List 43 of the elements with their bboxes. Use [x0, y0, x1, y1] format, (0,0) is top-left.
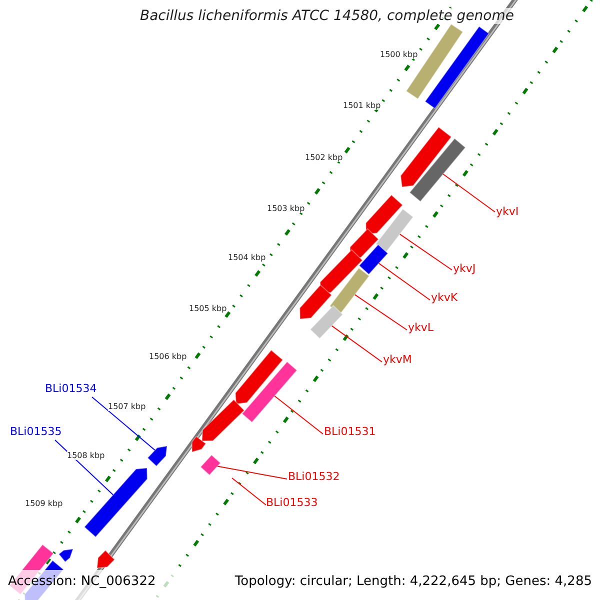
leader-line [399, 234, 452, 270]
gene-label: ykvL [408, 321, 434, 334]
scale-label: 1500 kbp [380, 50, 418, 59]
genome-info-text: Topology: circular; Length: 4,222,645 bp; Genes: 4,285 [234, 574, 592, 589]
gene-bar [375, 208, 414, 253]
gene-label: ykvJ [453, 262, 476, 275]
leader-line [274, 396, 324, 434]
gene-bar [310, 304, 344, 340]
leader-line [331, 325, 382, 362]
leader-line [378, 262, 430, 300]
leader-line [92, 396, 156, 451]
gene-block [146, 445, 168, 467]
leader-line [442, 174, 496, 212]
gene-bar [406, 23, 464, 100]
scale-label: 1504 kbp [228, 253, 266, 262]
gene-label: BLi01534 [45, 382, 97, 395]
gene-block [84, 467, 148, 538]
scale-label: 1503 kbp [267, 204, 305, 213]
gene-label: BLi01531 [324, 425, 376, 438]
scale-label: 1501 kbp [343, 101, 381, 110]
scale-label: 1506 kbp [149, 352, 187, 361]
title: Bacillus licheniformis ATCC 14580, complete genome [140, 8, 514, 24]
scale-label: 1508 kbp [67, 451, 105, 460]
leader-line [232, 478, 266, 506]
gene-label: ykvI [496, 205, 519, 218]
gene-bar [241, 361, 298, 423]
gene-label: BLi01533 [266, 496, 318, 509]
gene-label: ykvK [431, 291, 458, 304]
accession-text: Accession: NC_006322 [8, 574, 156, 589]
gene-bar [358, 244, 389, 276]
gene-bar [408, 138, 466, 202]
gene-label: ykvM [383, 353, 412, 366]
gene-bar [329, 267, 370, 315]
scale-label: 1502 kbp [305, 153, 343, 162]
leader-line [217, 466, 288, 480]
gene-label: BLi01535 [10, 425, 62, 438]
scale-label: 1505 kbp [189, 304, 227, 313]
gene-label: BLi01532 [288, 470, 340, 483]
gene-bar [424, 26, 490, 110]
gene-bar [200, 454, 222, 476]
scale-label: 1507 kbp [108, 402, 146, 411]
leader-line [354, 294, 408, 330]
scale-label: 1509 kbp [25, 499, 63, 508]
